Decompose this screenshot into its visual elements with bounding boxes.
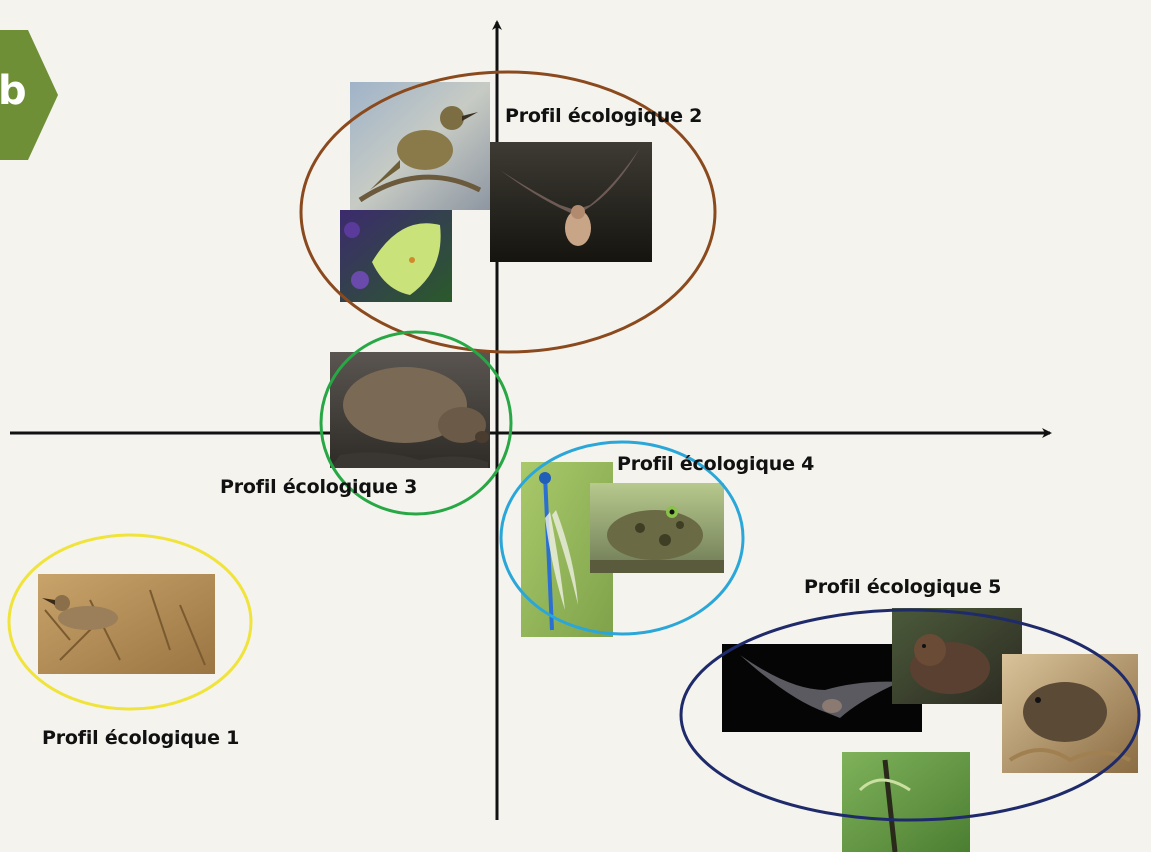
badge-shape (0, 30, 58, 160)
vole-photo (1002, 654, 1138, 773)
profile-3-label: Profil écologique 3 (220, 476, 418, 498)
toad-photo (590, 483, 724, 573)
profile-1-label: Profil écologique 1 (42, 727, 240, 749)
profile-3-ring (319, 330, 513, 516)
flying-bat-photo (722, 644, 922, 732)
profile-2-ring (299, 70, 717, 354)
beaver-photo (892, 608, 1022, 704)
profile-4-label: Profil écologique 4 (617, 453, 815, 475)
badge-letter: b (0, 68, 27, 114)
profile-2-label: Profil écologique 2 (505, 105, 703, 127)
pipit-photo (38, 574, 215, 674)
profile-1-ring (7, 533, 253, 711)
profile-5-label: Profil écologique 5 (804, 576, 1002, 598)
brimstone-butterfly-photo (340, 210, 452, 302)
profile-5-ring (679, 608, 1141, 822)
wild-boar-photo (330, 352, 490, 468)
bat-photo (490, 142, 652, 262)
profile-4-ring (499, 440, 745, 636)
warbler-photo (350, 82, 490, 210)
dragonfly-photo (842, 752, 970, 852)
